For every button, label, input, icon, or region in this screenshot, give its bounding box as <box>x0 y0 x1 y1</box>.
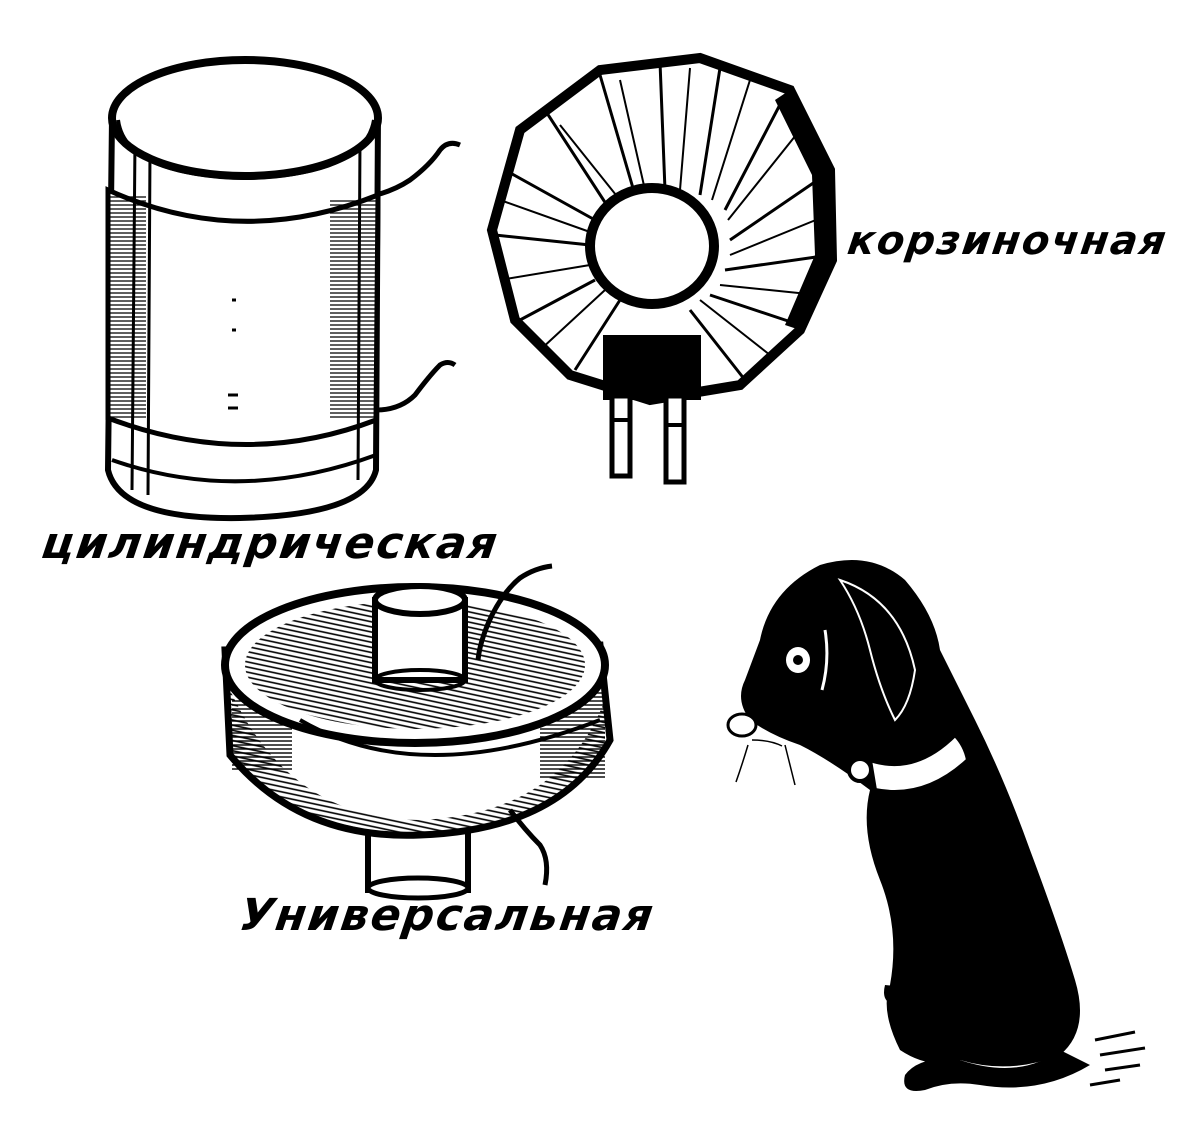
label-universal: Универсальная <box>236 890 659 941</box>
label-basket: корзиночная <box>844 218 1171 264</box>
dog-illustration <box>726 560 1146 1091</box>
label-cylindrical: цилиндрическая <box>38 518 503 569</box>
basket-coil <box>486 52 838 485</box>
cylindrical-coil <box>104 56 461 522</box>
universal-coil <box>221 563 614 901</box>
